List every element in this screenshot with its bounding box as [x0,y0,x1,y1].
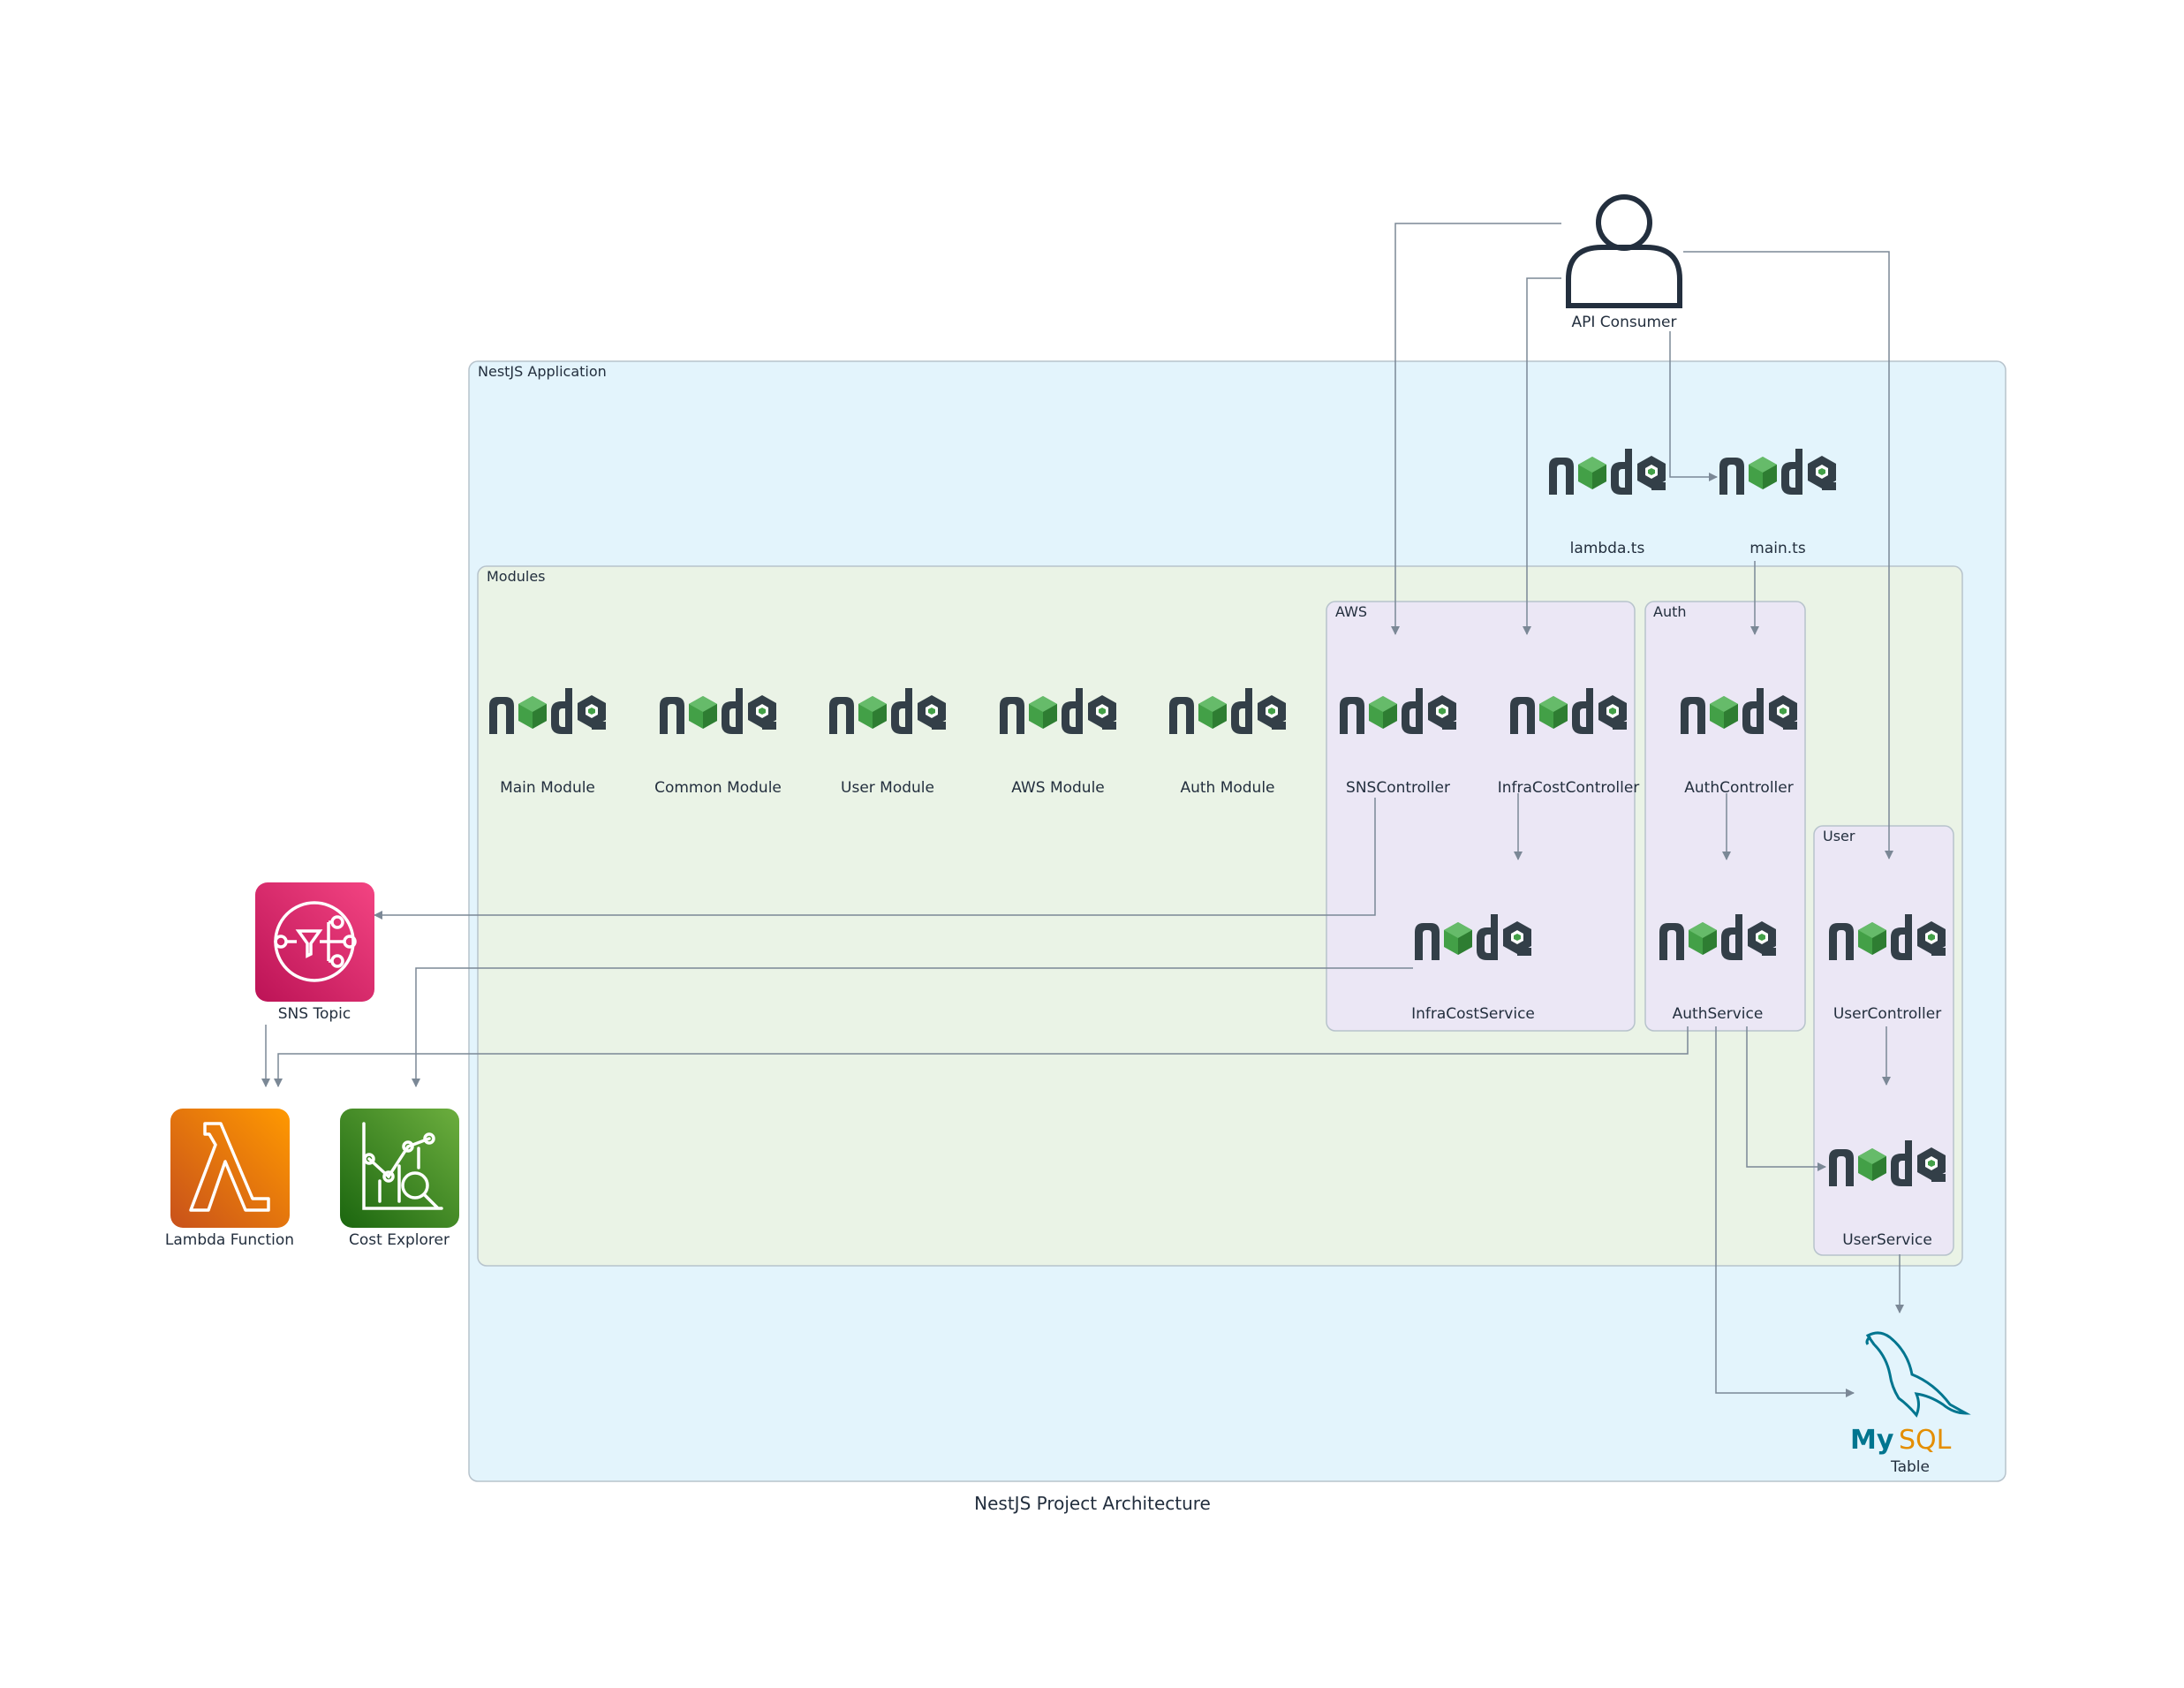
node-lambda-function[interactable]: Lambda Function [165,1109,294,1249]
edge-auth-service-to-lambda [274,1026,1689,1087]
node-label: main.ts [1749,540,1806,557]
group-label-modules: Modules [487,568,546,585]
node-label: Auth Module [1180,779,1274,797]
edge-auth-service-to-user-service [1746,1026,1826,1171]
node-cost-explorer[interactable]: Cost Explorer [340,1109,459,1249]
group-label-app: NestJS Application [478,363,607,380]
node-label: Common Module [654,779,782,797]
node-infracost-service[interactable]: InfraCostService [1411,914,1535,1023]
group-auth: Auth [1644,601,1806,1032]
node-label: InfraCostController [1498,779,1640,797]
group-aws: AWS [1326,601,1636,1032]
node-label: Cost Explorer [349,1231,450,1249]
group-label-user: User [1823,828,1855,844]
group-user: User [1813,825,1954,1256]
node-label: API Consumer [1572,314,1677,331]
group-label-aws: AWS [1335,603,1367,620]
node-auth-service[interactable]: AuthService [1659,914,1776,1023]
node-common-module[interactable]: Common Module [654,688,782,797]
node-label: AuthController [1684,779,1793,797]
node-label: AuthService [1673,1005,1764,1023]
aws-sns-icon [255,882,374,1002]
node-label: Main Module [500,779,595,797]
group-label-auth: Auth [1653,603,1687,620]
node-auth-controller[interactable]: AuthController [1681,688,1797,797]
node-infracost-controller[interactable]: InfraCostController [1498,688,1640,797]
edge-sns-controller-to-sns-topic [374,798,1376,920]
edge-consumer-to-main-ts [1669,331,1718,481]
node-label: UserController [1833,1005,1941,1023]
node-api-consumer[interactable]: API Consumer [1566,194,1682,331]
node-main-ts[interactable]: main.ts [1719,449,1836,557]
user-icon [1566,194,1682,308]
node-label: InfraCostService [1411,1005,1535,1023]
node-label: UserService [1842,1231,1932,1249]
node-lambda-ts[interactable]: lambda.ts [1549,449,1666,557]
mysql-logo-sql: SQL [1899,1425,1952,1456]
edge-consumer-to-user-controller [1683,251,1893,859]
node-sns-controller[interactable]: SNSController [1340,688,1456,797]
node-main-module[interactable]: Main Module [489,688,606,797]
node-label: Table [1890,1458,1930,1476]
node-aws-module[interactable]: AWS Module [1000,688,1116,797]
edge-infracost-service-to-cost-explorer [412,967,1413,1087]
aws-lambda-icon [170,1109,290,1228]
edge-consumer-to-infracost-controller [1523,277,1561,635]
node-label: SNS Topic [278,1005,351,1023]
diagram-caption: NestJS Project Architecture [974,1493,1211,1514]
node-sns-topic[interactable]: SNS Topic [255,882,374,1023]
node-auth-module[interactable]: Auth Module [1169,688,1286,797]
node-label: SNSController [1346,779,1450,797]
node-user-module[interactable]: User Module [829,688,946,797]
mysql-logo-icon: My SQL [1850,1331,1971,1456]
node-table[interactable]: My SQL Table [1850,1331,1971,1476]
node-user-service[interactable]: UserService [1829,1140,1946,1249]
node-user-controller[interactable]: UserController [1829,914,1946,1023]
edges [261,223,1904,1397]
edge-consumer-to-sns-controller [1391,223,1561,635]
aws-cost-explorer-icon [340,1109,459,1228]
node-label: AWS Module [1011,779,1105,797]
edge-auth-service-to-table [1715,1026,1855,1397]
node-label: Lambda Function [165,1231,294,1249]
node-label: User Module [841,779,934,797]
mysql-logo-my: My [1850,1425,1894,1456]
node-label: lambda.ts [1570,540,1645,557]
